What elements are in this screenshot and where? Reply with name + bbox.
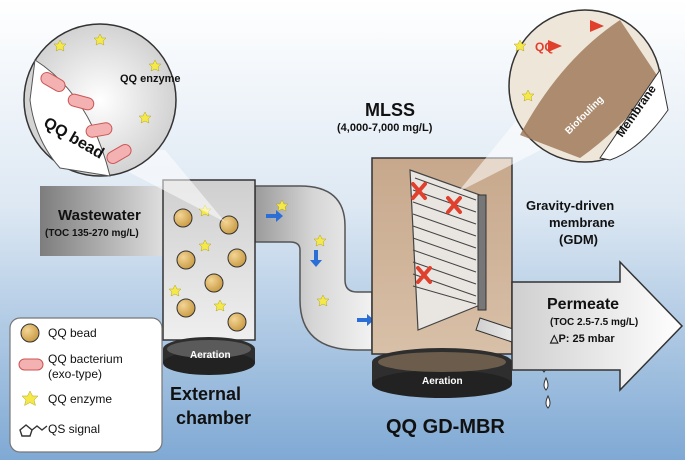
qq-bead [176, 250, 196, 270]
flow-arrow-down [310, 250, 322, 267]
legend-bead-label: QQ bead [48, 326, 97, 340]
mlss-title: MLSS [365, 100, 416, 120]
qq-bead [176, 298, 196, 318]
reactor-title: QQ GD-MBR [386, 416, 505, 438]
legend-box [9, 317, 163, 453]
legend-bacterium-label-2: (exo-type) [48, 367, 103, 381]
membrane-module [409, 169, 487, 331]
permeate-pressure: △P: 25 mbar [550, 333, 615, 345]
permeate-title: Permeate [547, 296, 620, 313]
inset-circle-right [508, 9, 669, 163]
permeate-arrow [511, 260, 684, 392]
legend-enzyme-label: QQ enzyme [48, 392, 113, 406]
legend-bacterium-label-1: QQ bacterium [48, 352, 123, 366]
connecting-pipe [254, 185, 373, 351]
reactor-aeration-label: Aeration [422, 376, 463, 387]
flow-arrow-right [266, 210, 283, 222]
permeate-toc: (TOC 2.5-7.5 mg/L) [550, 317, 639, 328]
qq-bead [173, 208, 193, 228]
inlet-channel [40, 186, 170, 256]
flow-arrow-right [357, 314, 374, 326]
legend-signal-icon [19, 424, 48, 437]
qq-inset-label: QQ [535, 40, 554, 54]
gdm-line3: (GDM) [559, 232, 598, 247]
gdm-line1: Gravity-driven [526, 198, 615, 213]
gdm-line2: membrane [549, 215, 615, 230]
legend-bacterium-icon [18, 358, 44, 371]
qq-bead [227, 312, 247, 332]
legend-enzyme-icon [21, 390, 39, 407]
qq-bead-group [173, 208, 247, 332]
inhibition-crosses [411, 182, 462, 284]
flow-arrows [266, 210, 374, 326]
legend-signal-label: QS signal [48, 422, 101, 436]
inset-circle-left [23, 23, 177, 177]
external-chamber-title-line2: chamber [176, 408, 252, 428]
qq-bead [227, 248, 247, 268]
wastewater-toc: (TOC 135-270 mg/L) [45, 228, 139, 239]
legend-bead-icon [20, 323, 40, 343]
wastewater-title: Wastewater [58, 207, 141, 224]
mlss-range: (4,000-7,000 mg/L) [337, 122, 433, 134]
external-chamber-title-line1: External [170, 384, 242, 404]
enzyme-inset-label: QQ enzyme [120, 73, 181, 85]
qq-bead [219, 215, 239, 235]
external-aeration-label: Aeration [190, 350, 231, 361]
qq-bead [204, 273, 224, 293]
